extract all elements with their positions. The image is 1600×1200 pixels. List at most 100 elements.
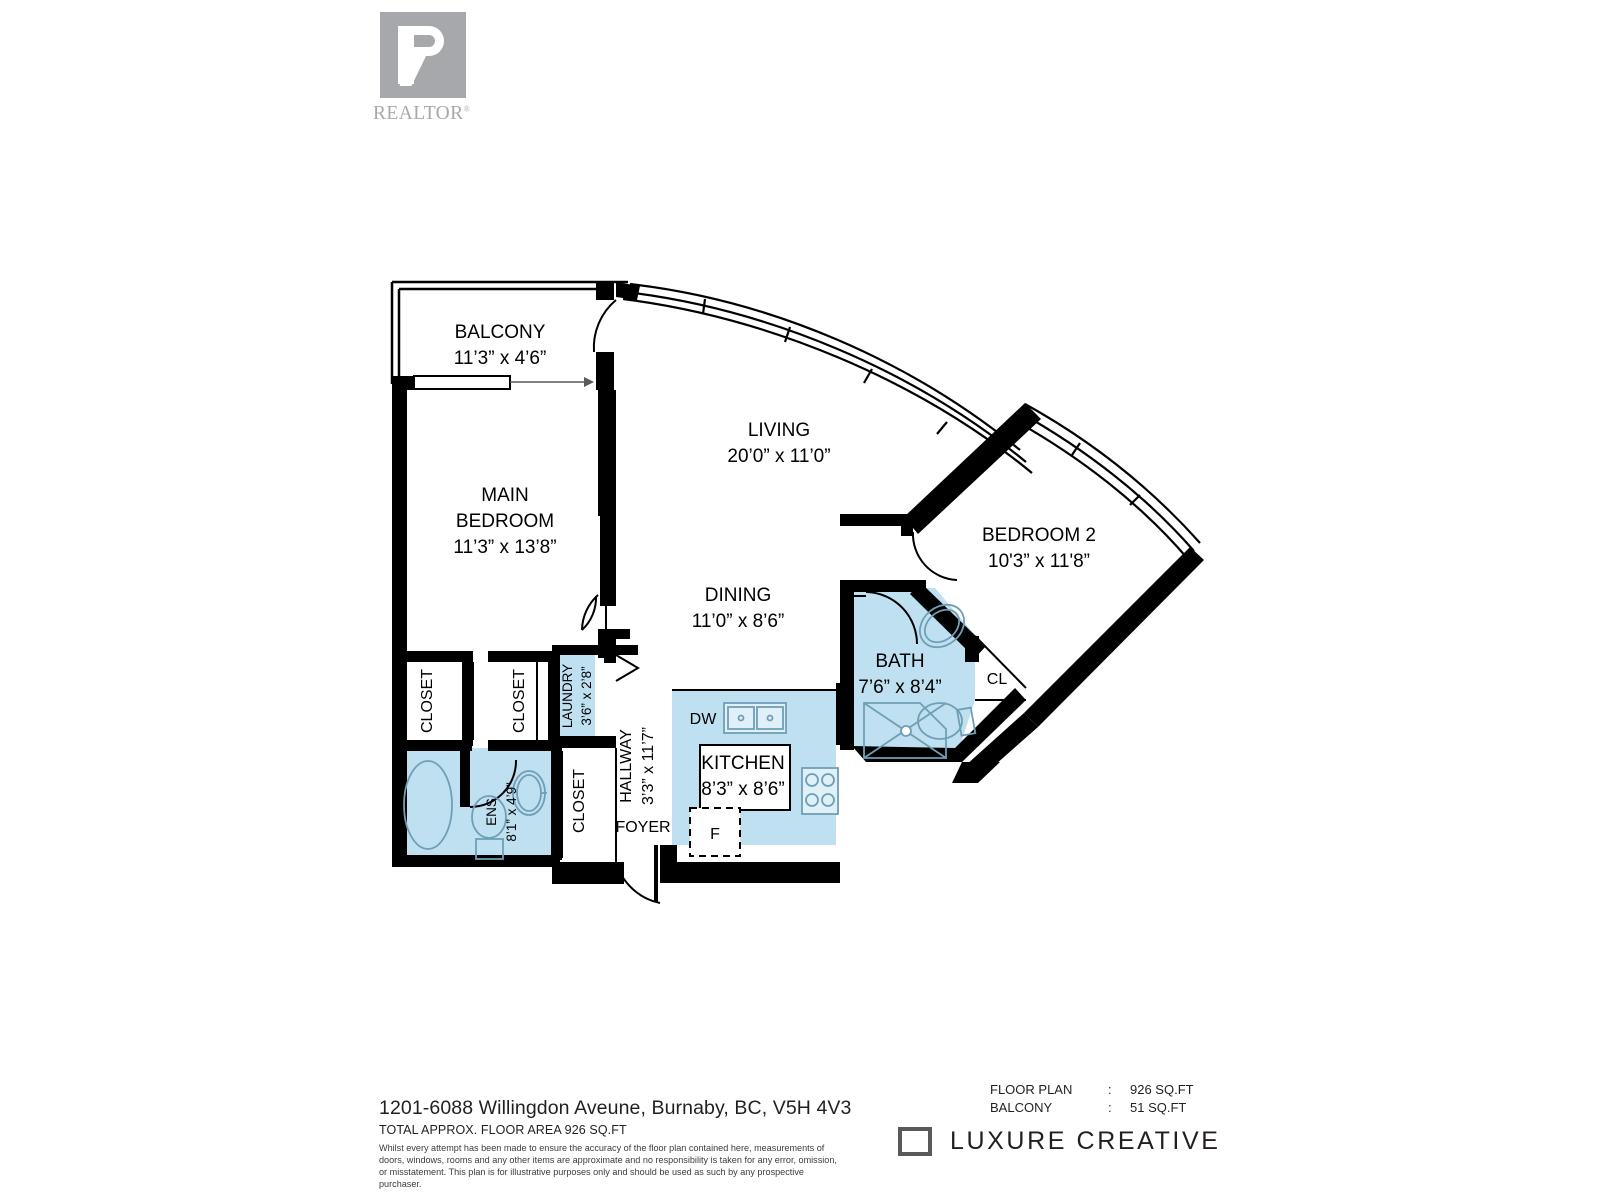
stat-label-balcony: BALCONY	[990, 1099, 1053, 1115]
ensuite-fixtures	[403, 760, 547, 860]
label-laundry-name: LAUNDRY	[560, 664, 575, 728]
door-swing-foyer	[615, 861, 661, 904]
balcony-sliding-door	[413, 375, 594, 390]
label-ensuite-name: ENS	[484, 798, 499, 826]
wall-closet-bottom-2	[488, 740, 560, 751]
area-stats-table: FLOOR PLAN : 926 SQ.FT BALCONY : 51 SQ.F…	[990, 1081, 1194, 1116]
realtor-wordmark-text: REALTOR	[373, 103, 464, 124]
stat-separator-floor-plan: :	[1108, 1082, 1112, 1097]
label-bedroom2-name: BEDROOM 2	[982, 525, 1096, 546]
stat-separator-balcony: :	[1108, 1099, 1112, 1115]
wall-bath-cl-jamb	[965, 636, 979, 662]
label-main-bedroom-name2: BEDROOM	[456, 511, 554, 532]
curved-exterior-wall-bedroom2	[1013, 403, 1201, 560]
label-hallway-name: HALLWAY	[618, 729, 635, 803]
bath-toilet-icon	[919, 603, 965, 649]
wall-balcony-door-jamb	[596, 352, 614, 390]
kitchen-fill	[672, 690, 836, 845]
wall-closet-div-2	[548, 651, 560, 746]
wall-laundry-bottom	[552, 736, 616, 748]
ensuite-toilet-icon	[471, 795, 507, 839]
bath-fill	[852, 588, 975, 762]
realtor-logo: REALTOR®	[373, 12, 473, 124]
wall-ensuite-div	[460, 751, 470, 807]
realtor-r-mark	[380, 12, 466, 98]
label-closet-bedroom2: CL	[987, 671, 1008, 688]
wall-laundry-east	[604, 645, 616, 663]
label-balcony-dim: 11’3” x 4’6”	[454, 348, 547, 369]
ensuite-fill	[396, 748, 553, 858]
wet-area-fills	[396, 588, 975, 858]
footer-address-block: 1201-6088 Willingdon Aveune, Burnaby, BC…	[379, 1097, 899, 1190]
label-main-bedroom-dim: 11’3” x 13’8”	[453, 537, 556, 558]
label-dining-dim: 11’0” x 8’6”	[692, 611, 785, 632]
label-kitchen-name: KITCHEN	[701, 753, 784, 774]
realtor-registered-mark: ®	[463, 104, 471, 114]
wall-bath-north	[840, 580, 926, 592]
door-swing-bedroom2	[911, 531, 958, 581]
wall-closet-bottom-1	[392, 740, 472, 751]
ensuite-tub-icon	[403, 760, 453, 850]
laundry-door-lines	[615, 654, 640, 682]
wall-south-foyer-left	[552, 862, 624, 884]
wall-west-exterior	[392, 376, 407, 860]
property-address: 1201-6088 Willingdon Aveune, Burnaby, BC…	[379, 1097, 852, 1119]
bath-shower-icon	[863, 702, 947, 759]
wall-closet-div-1	[462, 651, 473, 746]
brand-name: LUXURE CREATIVE	[950, 1127, 1221, 1155]
wall-bed2-east-exterior	[1024, 547, 1204, 727]
bath-fixtures	[863, 603, 977, 759]
kitchen-fixtures	[723, 702, 839, 815]
label-bath-name: BATH	[875, 651, 924, 672]
wall-bedroom-east-upper	[598, 390, 616, 516]
structural-walls	[392, 282, 1204, 884]
label-laundry-dim: 3’6” x 2’8”	[579, 666, 594, 725]
wall-living-corner-nub	[616, 282, 640, 300]
realtor-wordmark: REALTOR®	[373, 103, 473, 125]
bath-vanity-icon	[955, 706, 977, 737]
label-closet-1: CLOSET	[419, 669, 436, 733]
footer-area-stats: FLOOR PLAN : 926 SQ.FT BALCONY : 51 SQ.F…	[990, 1081, 1194, 1116]
stat-label-floor-plan: FLOOR PLAN	[990, 1082, 1073, 1097]
door-swing-main-bedroom	[581, 595, 598, 631]
wall-balcony-south-left	[392, 376, 414, 390]
stat-value-balcony: 51 SQ.FT	[1130, 1099, 1187, 1115]
label-main-bedroom-name: MAIN	[481, 485, 529, 506]
wall-closet-top-2	[488, 651, 560, 662]
wall-south-ensuite	[392, 855, 560, 867]
label-dishwasher: DW	[690, 711, 718, 728]
door-swing-bath	[865, 591, 918, 645]
room-labels: BALCONY 11’3” x 4’6” MAIN BEDROOM 11’3” …	[419, 322, 1096, 843]
wall-balcony-east-upper	[596, 282, 614, 300]
kitchen-sink-icon	[723, 702, 787, 734]
label-kitchen-dim: 8’3” x 8’6”	[701, 779, 784, 800]
wall-bedroom-east-nub	[598, 629, 630, 639]
label-living-name: LIVING	[748, 420, 810, 441]
wall-closet3-east	[551, 748, 562, 860]
wall-living-bed2-angled	[904, 403, 1041, 534]
fridge-outline	[689, 807, 741, 857]
balcony-outline	[390, 280, 628, 384]
label-hallway-dim: 3’3” x 11’7”	[640, 727, 657, 805]
interior-thin-walls	[472, 606, 1027, 862]
table-row: BALCONY : 51 SQ.FT	[990, 1099, 1194, 1117]
label-bath-dim: 7’6” x 8’4”	[858, 677, 941, 698]
curved-exterior-wall-living	[622, 282, 1033, 474]
label-living-dim: 20’0” x 11’0”	[727, 446, 830, 467]
square-logo-icon	[898, 1127, 932, 1156]
wall-south-kitchen	[672, 862, 840, 883]
wall-bedroom-east-mid	[600, 516, 616, 606]
door-swings	[469, 299, 958, 904]
label-closet-3: CLOSET	[571, 769, 588, 833]
table-row: FLOOR PLAN : 926 SQ.FT	[990, 1081, 1194, 1099]
wall-bath-west	[840, 580, 854, 750]
door-swing-ensuite	[469, 759, 518, 808]
label-closet-2: CLOSET	[511, 669, 528, 733]
wall-bath-southeast-block	[952, 762, 1000, 783]
label-fridge: F	[710, 826, 720, 843]
wall-closet-top-1	[392, 651, 472, 662]
realtor-mark-bowl	[414, 26, 444, 56]
stat-value-floor-plan: 926 SQ.FT	[1130, 1082, 1194, 1097]
